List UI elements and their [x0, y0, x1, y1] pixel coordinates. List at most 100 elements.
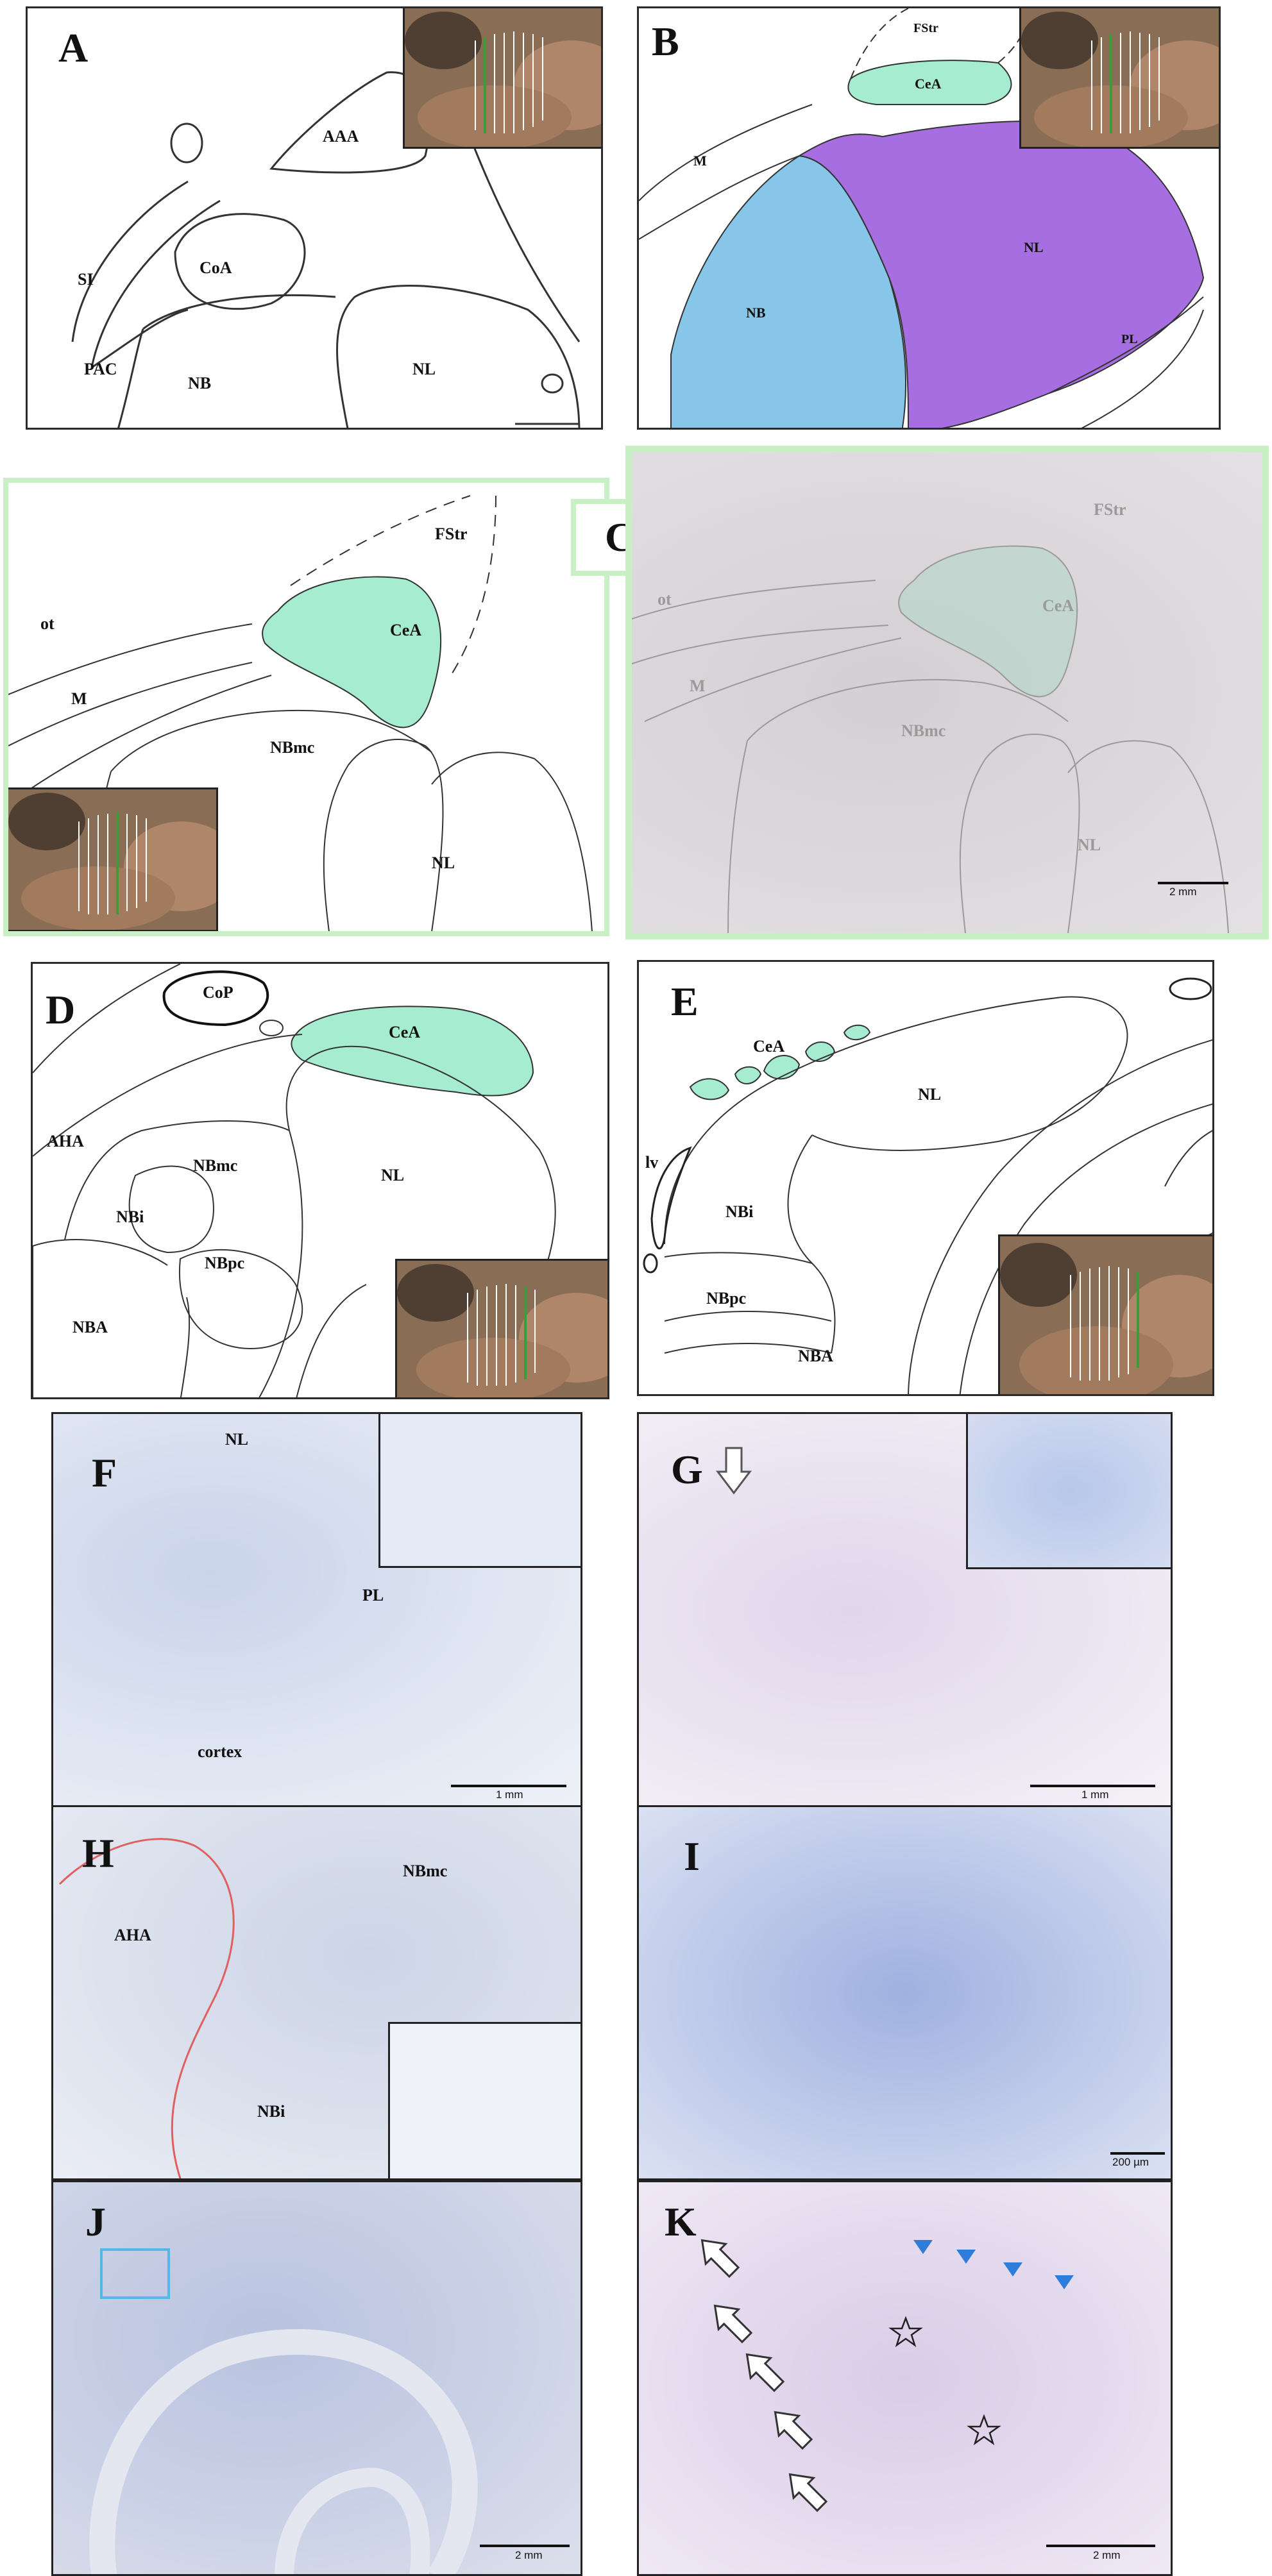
zoom-inset-h [388, 2022, 581, 2178]
region-nbmc: NBmc [193, 1156, 238, 1175]
open-arrow-icon [774, 2411, 813, 2450]
photo-region-cea: CeA [1042, 596, 1074, 615]
photo-region-nbmc: NBmc [901, 721, 946, 740]
panel-label-a: A [58, 25, 89, 71]
region-aha: AHA [47, 1132, 84, 1150]
photo-region-fstr: FStr [1094, 500, 1126, 519]
panel-e: E CeA NL lv NBi NBpc NBA [637, 960, 1214, 1396]
scale-label-f: 1 mm [496, 1789, 523, 1801]
arrowhead-icon [1055, 2275, 1074, 2289]
open-arrow-icon [700, 2239, 740, 2278]
orientation-inset-e [998, 1234, 1212, 1394]
orientation-brain-image [397, 1261, 607, 1397]
panel-label-g: G [671, 1447, 703, 1492]
blue-arrowheads [913, 2240, 1074, 2289]
scale-bar-c [1158, 882, 1228, 884]
scale-label-k: 2 mm [1093, 2549, 1121, 2561]
region-cea: CeA [390, 621, 422, 639]
panel-k-markers [700, 2239, 1074, 2513]
region-cea: CeA [389, 1023, 421, 1041]
region-nl: NL [381, 1166, 405, 1184]
arrowhead-icon [956, 2250, 976, 2264]
arrowhead-icon [913, 2240, 933, 2254]
panel-a-outline [71, 65, 581, 428]
region-nb: NB [746, 305, 766, 321]
region-m: M [693, 153, 707, 169]
panel-d: D CoP CeA AHA NBmc NL NBi NBpc NBA [31, 962, 609, 1399]
scale-label-c: 2 mm [1169, 886, 1197, 898]
panel-d-outline [33, 964, 556, 1397]
panel-label-d: D [46, 987, 76, 1032]
panel-g: G 1 mm [637, 1412, 1173, 1810]
panel-j-tissue [89, 2248, 478, 2574]
open-arrows [700, 2239, 828, 2513]
aha-boundary-line [58, 1838, 235, 2178]
zoom-inset-g [966, 1414, 1171, 1569]
panel-label-e: E [671, 979, 699, 1024]
region-nbmc: NBmc [403, 1862, 448, 1880]
scale-label-i: 200 µm [1112, 2156, 1149, 2168]
open-arrow-icon [745, 2353, 785, 2393]
panel-label-h: H [82, 1830, 114, 1876]
region-cop: CoP [203, 983, 233, 1002]
region-m: M [71, 689, 87, 708]
orientation-brain-image [405, 8, 601, 147]
panel-e-outline [643, 977, 1212, 1394]
region-fstr: FStr [435, 525, 468, 543]
orientation-inset-c [8, 787, 218, 931]
photo-region-nl: NL [1078, 836, 1101, 854]
scale-label-j: 2 mm [515, 2549, 543, 2561]
panel-c-drawing: FStr ot CeA M NBmc NL [3, 478, 609, 936]
orientation-inset-a [403, 8, 601, 149]
region-nba: NBA [72, 1318, 108, 1336]
panel-a: A AAA SI CoA PAC NB NL [26, 6, 603, 430]
region-nbmc: NBmc [270, 738, 315, 757]
open-arrow-icon [788, 2473, 828, 2513]
panel-h: H NBmc AHA NBi [51, 1805, 582, 2180]
scale-bar-f [451, 1785, 566, 1787]
zoom-inset-f [378, 1414, 581, 1568]
region-lv: lv [645, 1153, 659, 1172]
star-icon [967, 2414, 1001, 2446]
open-arrow-icon [713, 2304, 753, 2344]
region-nb: NB [188, 374, 212, 392]
region-nbi: NBi [725, 1202, 754, 1221]
panel-label-j: J [85, 2199, 106, 2244]
region-cea: CeA [915, 76, 942, 92]
panel-f: F NL PL cortex 1 mm [51, 1412, 582, 1810]
region-nl: NL [918, 1085, 942, 1104]
region-nbpc: NBpc [706, 1289, 747, 1308]
region-nbi: NBi [116, 1208, 144, 1226]
panel-c-outline [8, 495, 593, 931]
scale-bar-i [1110, 2152, 1165, 2155]
panel-c-photo-outline [632, 545, 1229, 933]
region-nl: NL [412, 360, 436, 378]
region-nba: NBA [798, 1347, 833, 1365]
scale-bar-j [480, 2545, 570, 2547]
region-coa: CoA [199, 258, 232, 277]
panel-b-outline [639, 8, 1205, 428]
region-aaa: AAA [323, 127, 359, 146]
region-si: SI [78, 270, 94, 289]
panel-k: K 2 mm [637, 2180, 1173, 2576]
photo-region-m: M [690, 677, 706, 695]
region-pl: PL [1121, 332, 1138, 346]
region-fstr: FStr [913, 21, 938, 35]
star-markers [888, 2316, 1001, 2446]
orientation-brain-image [8, 789, 216, 930]
region-pl: PL [362, 1586, 384, 1604]
region-aha: AHA [114, 1926, 151, 1944]
orientation-inset-d [395, 1259, 607, 1397]
star-icon [888, 2316, 923, 2348]
panel-b: B FStr CeA M NL NB PL [637, 6, 1221, 430]
panel-label-b: B [652, 19, 679, 64]
orientation-brain-image [1000, 1236, 1212, 1394]
region-ot: ot [40, 614, 55, 633]
arrow-down-icon [715, 1447, 752, 1495]
orientation-brain-image [1021, 8, 1219, 147]
panel-c-photo: FStr ot CeA M NBmc NL 2 mm [625, 446, 1269, 939]
region-nbpc: NBpc [205, 1254, 245, 1272]
scale-bar-g [1030, 1785, 1155, 1787]
panel-label-i: I [684, 1833, 700, 1879]
scale-label-g: 1 mm [1081, 1789, 1109, 1801]
